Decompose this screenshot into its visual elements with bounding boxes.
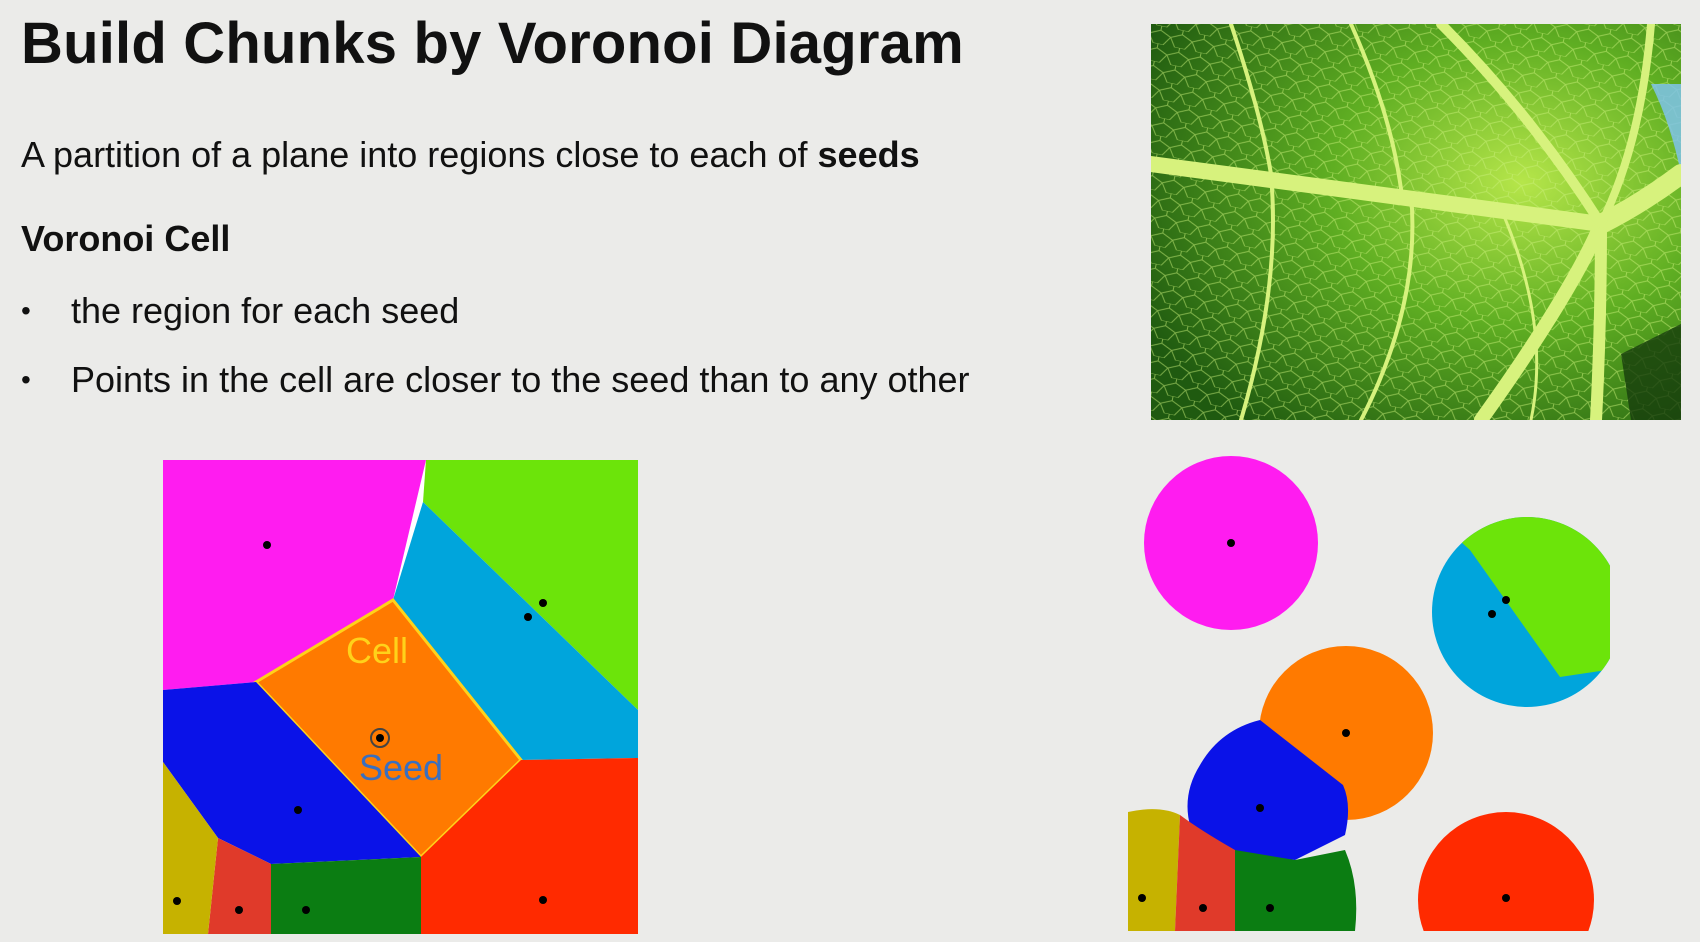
- region-magenta: [163, 460, 426, 690]
- seed-point: [1227, 539, 1235, 547]
- region-cyan: [393, 502, 638, 760]
- seed-point: [1502, 596, 1510, 604]
- seed-point: [539, 896, 547, 904]
- region-red: [421, 758, 638, 934]
- seed-point: [302, 906, 310, 914]
- slide-title: Build Chunks by Voronoi Diagram: [21, 11, 964, 76]
- leaf-photo: [1151, 24, 1681, 420]
- seed-point: [1342, 729, 1350, 737]
- circle-cell-cyan-green: [1432, 517, 1610, 707]
- region-olive: [163, 762, 218, 934]
- circle-cell-brick: [1175, 815, 1235, 931]
- region-green: [423, 460, 638, 710]
- highlighted-seed: [376, 734, 384, 742]
- bullet-text: Points in the cell are closer to the see…: [71, 359, 970, 400]
- region-brick: [208, 838, 271, 934]
- subtitle-emphasis: seeds: [817, 134, 920, 175]
- voronoi-cells-circles: [1128, 456, 1610, 931]
- circle-cell-red: [1418, 812, 1594, 931]
- seed-point: [173, 897, 181, 905]
- seed-point: [1502, 894, 1510, 902]
- bullet-item: • the region for each seed: [21, 290, 459, 332]
- cell-label: Cell: [346, 630, 408, 671]
- seed-point: [263, 541, 271, 549]
- seed-point: [1488, 610, 1496, 618]
- circle-cell-blue: [1187, 720, 1349, 860]
- seed-point: [235, 906, 243, 914]
- highlighted-seed-ring: [370, 728, 390, 748]
- bullet-item: • Points in the cell are closer to the se…: [21, 359, 970, 401]
- seed-point: [1199, 904, 1207, 912]
- slide-subtitle: A partition of a plane into regions clos…: [21, 134, 920, 176]
- seed-points: [173, 541, 547, 914]
- bullet-dot-icon: •: [21, 364, 31, 395]
- section-heading: Voronoi Cell: [21, 218, 231, 259]
- region-dark-green: [271, 857, 421, 934]
- voronoi-diagram: Cell Seed: [163, 460, 638, 934]
- seed-point: [524, 613, 532, 621]
- seed-point: [1138, 894, 1146, 902]
- seed-point: [539, 599, 547, 607]
- seed-label: Seed: [359, 747, 443, 788]
- circle-cell-dark-green: [1235, 850, 1357, 931]
- seed-point: [1266, 904, 1274, 912]
- circle-seed-points: [1138, 539, 1510, 912]
- bullet-dot-icon: •: [21, 295, 31, 326]
- subtitle-text: A partition of a plane into regions clos…: [21, 134, 818, 175]
- seed-point: [294, 806, 302, 814]
- seed-point: [1256, 804, 1264, 812]
- bullet-text: the region for each seed: [71, 290, 460, 331]
- region-blue: [163, 682, 421, 864]
- circle-cell-olive: [1128, 809, 1180, 931]
